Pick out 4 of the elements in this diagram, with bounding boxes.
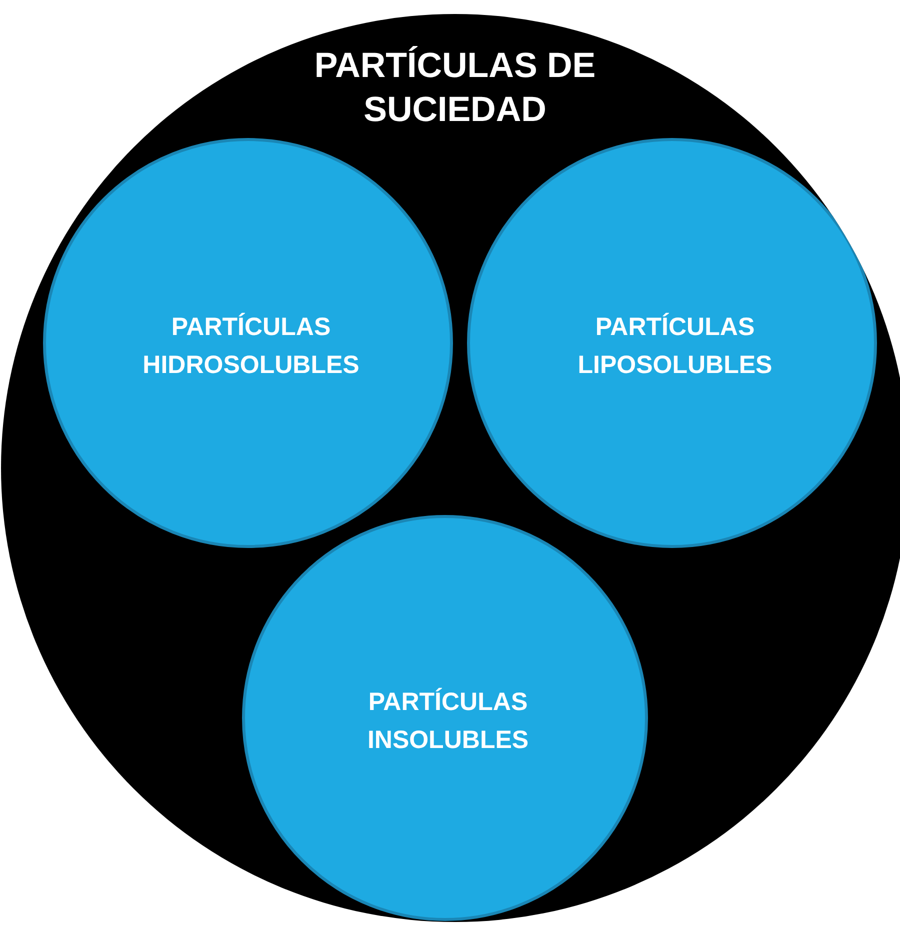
circle-label: PARTÍCULAS LIPOSOLUBLES [576, 312, 774, 381]
circle-label: PARTÍCULAS INSOLUBLES [366, 686, 530, 756]
circle-title: PARTÍCULAS DE SUCIEDAD [313, 45, 597, 131]
circle-label: PARTÍCULAS HIDROSOLUBLES [142, 312, 360, 381]
